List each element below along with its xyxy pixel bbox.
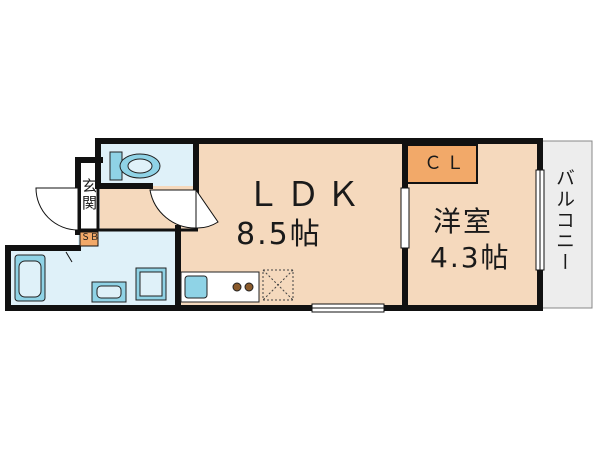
toilet-icon [109,151,161,181]
sink-icon [184,275,208,299]
washing-machine-icon [135,267,167,301]
bedroom-door [400,187,410,249]
stove-icon [232,282,242,292]
kitchen-counter [180,271,260,303]
door-swing-icon [195,188,219,229]
door-swing-icon [35,187,79,231]
closet-floor [407,145,477,183]
washbasin-icon [91,281,127,303]
balcony-floor [539,140,593,309]
western-room-label: 洋室 [433,205,494,238]
western-room-size-label: 4.3帖 [430,241,511,274]
fridge-space-icon [262,269,294,301]
closet-label: ＣＬ [424,153,468,174]
ldk-size-label: 8.5帖 [236,217,322,252]
ldk-label: ＬＤＫ [246,175,366,215]
shoe-box [79,231,99,247]
balcony-label: バルコニー [553,168,575,273]
door-swing-icon [149,189,197,229]
entrance-label: 玄関 [80,178,98,212]
entrance-floor [78,162,100,232]
bathtub-icon [14,254,46,302]
walls [5,138,543,311]
shoe-box-label: ＳＢ [81,233,100,243]
